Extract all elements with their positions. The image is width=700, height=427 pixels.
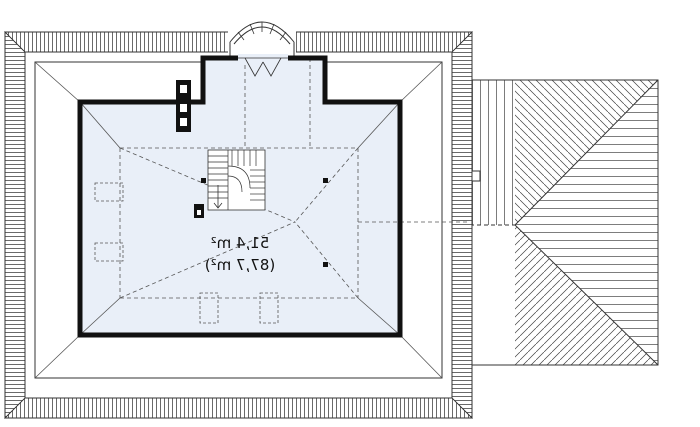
bay-window xyxy=(228,21,296,58)
total-area-label: (87,7 m²) xyxy=(205,256,276,274)
roof-posts xyxy=(201,178,328,267)
roof-hip-lines xyxy=(34,58,470,379)
staircase xyxy=(207,149,266,211)
roof-windows xyxy=(94,182,279,324)
flue-icon xyxy=(194,204,204,218)
balcony-door xyxy=(238,57,288,77)
chimney-icon xyxy=(176,80,191,132)
usable-area-label: 51,4 m² xyxy=(211,234,270,252)
right-wing-roof xyxy=(463,79,659,366)
exterior-walls xyxy=(77,55,403,338)
